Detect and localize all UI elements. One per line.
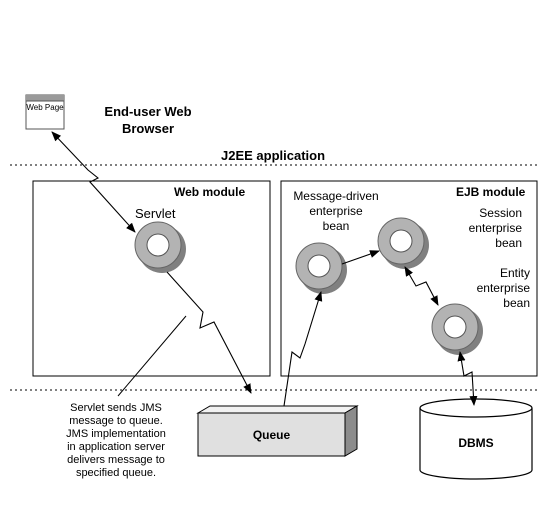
entity-label-line3: bean (503, 296, 530, 310)
web-module-title: Web module (174, 185, 246, 199)
mdb-label-line3: bean (322, 219, 350, 233)
annotation-line1: Servlet sends JMS (70, 402, 162, 414)
session-label-line1: Session (479, 206, 522, 220)
annotation-pointer-line (117, 315, 187, 397)
servlet-label: Servlet (135, 206, 176, 221)
mdb-label-line2: enterprise (309, 204, 363, 218)
session-label-line3: bean (495, 236, 522, 250)
servlet-jms-annotation: Servlet sends JMS message to queue. JMS … (46, 402, 186, 480)
servlet-queue-connector (166, 271, 252, 394)
web-page-icon (25, 94, 65, 130)
web-page-icon-text: Web Page (26, 103, 64, 112)
entity-label: Entity enterprise bean (448, 266, 530, 311)
mdb-session-connector (341, 250, 380, 265)
servlet-component (134, 221, 186, 273)
session-bean-component (377, 217, 429, 269)
ejb-module-title: EJB module (456, 185, 526, 199)
queue-mdb-connector (283, 291, 323, 407)
entity-bean-component (431, 303, 483, 355)
session-label: Session enterprise bean (430, 206, 522, 251)
mdb-label-line1: Message-driven (293, 189, 379, 203)
mdb-label: Message-driven enterprise bean (286, 189, 386, 234)
message-driven-bean-component (295, 242, 347, 294)
annotation-line5: delivers message to (67, 454, 165, 466)
browser-servlet-connector (51, 131, 136, 233)
annotation-line4: in application server (67, 441, 165, 453)
annotation-line2: message to queue. (69, 415, 163, 427)
session-entity-connector (404, 266, 439, 306)
annotation-line3: JMS implementation (66, 428, 166, 440)
annotation-line6: specified queue. (75, 467, 157, 479)
queue-label: Queue (252, 428, 291, 442)
entity-dbms-connector (457, 351, 478, 406)
entity-label-line2: enterprise (476, 281, 530, 295)
browser-title: End-user Web Browser (78, 103, 218, 137)
j2ee-application-label: J2EE application (221, 148, 326, 163)
dbms-label: DBMS (458, 436, 494, 450)
queue-box (196, 405, 359, 457)
browser-title-line1: End-user Web (104, 104, 192, 119)
entity-label-line1: Entity (499, 266, 530, 280)
browser-title-line2: Browser (121, 121, 175, 136)
session-label-line2: enterprise (468, 221, 522, 235)
